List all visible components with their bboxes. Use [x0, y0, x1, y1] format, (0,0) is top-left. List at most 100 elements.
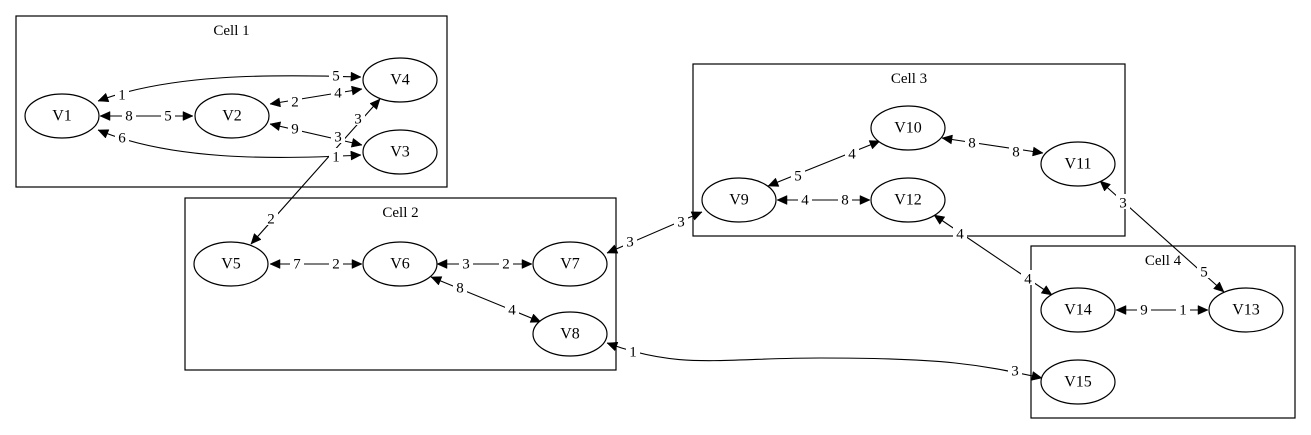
arrowhead-V1: [99, 111, 111, 121]
edge-label-V11-end: 3: [1119, 195, 1127, 211]
arrowhead-V2: [269, 97, 281, 108]
edge-V6-V7: [436, 259, 533, 269]
arrowhead-V13: [1197, 305, 1209, 315]
arrowhead-V4: [369, 98, 381, 110]
edge-label-V12-end: 4: [956, 226, 964, 242]
arrowhead-V9: [776, 195, 788, 205]
arrowhead-V9: [690, 211, 703, 221]
node-label: V4: [390, 72, 410, 89]
arrowhead-V14: [1115, 305, 1127, 315]
cluster-label: Cell 4: [1145, 253, 1182, 269]
edge-label-V5-end-bg: [290, 255, 304, 270]
node-ellipse: [870, 105, 946, 151]
cluster-box: [1030, 245, 1296, 419]
arrowhead-V14: [1040, 285, 1053, 296]
node-label: V6: [390, 256, 410, 273]
edge-label-V4-end-bg: [331, 84, 345, 99]
cluster-label: Cell 1: [213, 23, 249, 39]
edge-label-V10-end: 4: [848, 146, 856, 162]
node-v2[interactable]: V2: [194, 93, 270, 139]
cluster-box: [692, 63, 1126, 237]
edge-label-V8-end-bg: [626, 343, 640, 358]
cluster-c4: Cell 4: [1030, 245, 1296, 419]
edge-label-V9-end-bg: [791, 167, 805, 182]
edge-label-V10-end: 8: [968, 135, 976, 151]
edge-label-V5-end: 2: [267, 211, 275, 227]
edge-label-V1-end: 1: [118, 87, 126, 103]
edge-label-V13-end-bg: [1176, 301, 1190, 316]
edge-label-V13-end: 1: [1179, 302, 1187, 318]
node-label: V5: [221, 256, 241, 273]
cluster-c3: Cell 3: [692, 63, 1126, 237]
arrowhead-V6: [436, 259, 448, 269]
node-v13[interactable]: V13: [1208, 287, 1284, 333]
edge-V1-V2: [99, 111, 194, 121]
edge-label-V9-end: 5: [794, 168, 802, 184]
edge-label-V9-end: 3: [677, 214, 685, 230]
node-v10[interactable]: V10: [870, 105, 946, 151]
node-v15[interactable]: V15: [1040, 359, 1116, 405]
edge-line: [767, 140, 881, 187]
arrowhead-V1: [97, 92, 110, 102]
node-label: V11: [1065, 156, 1092, 173]
edge-label-V7-end-bg: [499, 255, 513, 270]
node-v7[interactable]: V7: [532, 241, 608, 287]
arrowhead-V3: [350, 150, 362, 161]
node-label: V14: [1064, 302, 1092, 319]
cluster-c1: Cell 1: [15, 15, 448, 188]
node-v11[interactable]: V11: [1040, 141, 1116, 187]
edge-label-V3-end-bg: [329, 148, 343, 163]
arrowhead-V9: [767, 177, 780, 187]
edge-label-V13-end: 5: [1200, 264, 1208, 280]
node-v4[interactable]: V4: [362, 57, 438, 103]
edge-label-V9-end-bg: [798, 191, 812, 206]
edge-V14-V13: [1115, 305, 1209, 315]
edge-label-V6-end: 3: [462, 256, 470, 272]
edge-label-V4-end: 5: [332, 68, 340, 84]
arrowhead-V3: [350, 137, 363, 148]
arrowhead-V6: [351, 259, 363, 269]
node-ellipse: [870, 177, 946, 223]
node-v3[interactable]: V3: [362, 129, 438, 175]
edge-label-V1-end: 6: [118, 130, 126, 146]
edge-label-V9-end-bg: [674, 213, 688, 228]
edge-label-V1-end-bg: [115, 86, 129, 101]
edge-label-V12-end: 8: [841, 192, 849, 208]
cluster-label: Cell 3: [891, 71, 927, 87]
edge-V8-V15: [606, 341, 1043, 381]
node-v5[interactable]: V5: [193, 241, 269, 287]
edge-label-V10-end-bg: [845, 145, 859, 160]
arrowhead-V13: [1213, 281, 1225, 293]
node-v14[interactable]: V14: [1040, 287, 1116, 333]
node-v9[interactable]: V9: [701, 177, 777, 223]
edge-label-V4-end-bg: [329, 67, 343, 82]
edge-line: [606, 342, 1043, 379]
edge-label-V2-end-bg: [161, 107, 175, 122]
edge-label-V1-end-bg: [122, 107, 136, 122]
edge-label-V7-end: 3: [626, 234, 634, 250]
edge-label-V6-end-bg: [453, 279, 467, 294]
node-v12[interactable]: V12: [870, 177, 946, 223]
node-ellipse: [24, 93, 100, 139]
node-ellipse: [532, 241, 608, 287]
arrowhead-V8: [606, 341, 619, 352]
node-label: V9: [729, 192, 749, 209]
arrowhead-V5: [250, 233, 262, 245]
node-v8[interactable]: V8: [532, 311, 608, 357]
arrowhead-V12: [933, 214, 946, 225]
arrowhead-V7: [521, 259, 533, 269]
edge-label-V2-end: 9: [291, 121, 299, 137]
edge-line: [430, 276, 542, 323]
edge-label-V12-end-bg: [838, 191, 852, 206]
arrowhead-V10: [941, 134, 953, 145]
arrowhead-V7: [606, 244, 619, 254]
edge-label-V6-end: 2: [332, 256, 340, 272]
edge-label-V12-end-bg: [953, 225, 967, 240]
edge-V6-V8: [430, 276, 542, 323]
node-v1[interactable]: V1: [24, 93, 100, 139]
node-v6[interactable]: V6: [362, 241, 438, 287]
edge-label-V3-end-bg: [331, 128, 345, 143]
node-label: V7: [560, 256, 580, 273]
